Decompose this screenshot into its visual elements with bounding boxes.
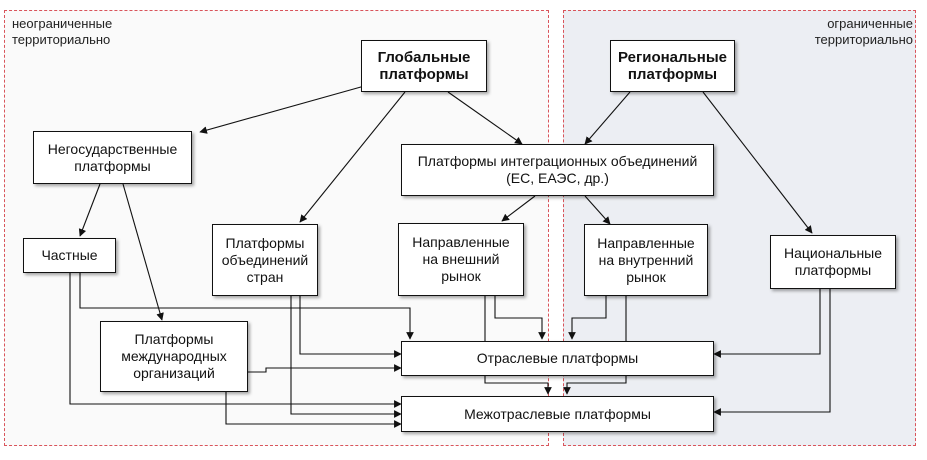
unlimited-zone-label: неограниченные территориально xyxy=(12,16,113,47)
arrow-global-to-countries xyxy=(299,91,406,223)
arrow-regional-to-integration xyxy=(584,91,631,145)
nongovernmental-platforms-box: Негосударственные платформы xyxy=(33,131,192,184)
sectoral-platforms-box: Отраслевые платформы xyxy=(401,341,714,376)
arrow-national-to-intersectoral xyxy=(713,289,831,416)
external-market-platforms-box: Направленные на внешний рынок xyxy=(398,223,524,296)
arrow-internal-to-intersectoral xyxy=(563,296,627,395)
limited-zone-label: ограниченные территориально xyxy=(814,16,913,47)
regional-platforms-box: Региональные платформы xyxy=(610,40,735,92)
arrow-global-to-nongov xyxy=(199,84,369,134)
international-organizations-platforms-box: Платформы международных организаций xyxy=(100,321,248,392)
arrow-countries-to-sectoral xyxy=(299,296,402,358)
integration-associations-platforms-box: Платформы интеграционных объединений (ЕС… xyxy=(401,144,714,196)
global-platforms-box: Глобальные платформы xyxy=(361,40,487,92)
arrow-nongov-to-private xyxy=(78,183,101,237)
arrow-private-to-sectoral xyxy=(79,273,414,340)
arrow-regional-to-national xyxy=(702,91,813,234)
private-platforms-box: Частные xyxy=(23,238,116,273)
internal-market-platforms-box: Направленные на внутренний рынок xyxy=(584,224,708,296)
arrow-external-to-sectoral xyxy=(494,296,546,340)
arrow-internal-to-sectoral xyxy=(568,296,607,340)
arrow-national-to-sectoral xyxy=(713,289,821,358)
arrow-countries-to-intersectoral xyxy=(290,296,402,418)
arrow-integration-to-internal xyxy=(584,195,611,225)
arrow-integration-to-external xyxy=(501,195,536,222)
national-platforms-box: Национальные платформы xyxy=(770,235,896,289)
arrow-intorg-to-sectoral xyxy=(248,364,402,373)
arrow-global-to-integration xyxy=(447,91,523,145)
intersectoral-platforms-box: Межотраслевые платформы xyxy=(401,396,714,432)
country-associations-platforms-box: Платформы объединений стран xyxy=(212,224,318,296)
arrow-nongov-to-intorg xyxy=(122,183,164,321)
arrow-intorg-to-intersectoral xyxy=(225,392,402,428)
arrow-external-to-intersectoral xyxy=(484,296,552,395)
